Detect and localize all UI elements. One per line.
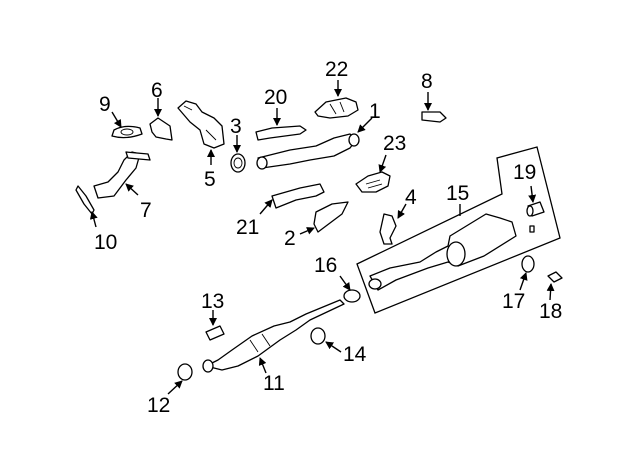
- callout-label-9: 9: [99, 93, 111, 116]
- part-15-muffler: [368, 213, 517, 291]
- part-4-bracket: [379, 213, 397, 245]
- callout-label-18: 18: [539, 300, 562, 323]
- part-20-heat-shield: [255, 125, 307, 141]
- muffler-assembly-outline: [356, 146, 561, 314]
- part-16-gasket: [343, 289, 361, 303]
- callout-label-14: 14: [343, 343, 367, 366]
- callout-label-22: 22: [325, 58, 348, 81]
- part-5-manifold-converter: [177, 100, 225, 149]
- part-21-heat-shield: [271, 183, 325, 209]
- callout-label-2: 2: [284, 227, 296, 250]
- part-11-converter-pipe: [202, 299, 345, 373]
- part-18-bushing: [547, 271, 563, 283]
- callout-label-16: 16: [314, 254, 337, 277]
- callout-label-15: 15: [446, 182, 469, 205]
- callout-label-5: 5: [204, 168, 216, 191]
- part-14-insulator: [310, 327, 326, 345]
- part-bolt: [529, 225, 535, 233]
- callout-label-8: 8: [421, 70, 433, 93]
- callout-label-20: 20: [264, 86, 287, 109]
- callout-label-7: 7: [140, 199, 152, 222]
- part-17-insulator: [521, 255, 535, 273]
- part-2-heat-shield: [313, 201, 349, 233]
- callout-label-19: 19: [513, 161, 536, 184]
- part-23-heat-shield: [355, 171, 391, 193]
- callout-label-17: 17: [502, 290, 525, 313]
- part-9-gasket: [111, 125, 143, 139]
- part-6-heat-shield: [149, 117, 173, 141]
- part-7-front-pipe: [93, 151, 151, 199]
- part-12-gasket: [177, 363, 193, 381]
- callout-arrows: [89, 80, 555, 395]
- callout-label-3: 3: [230, 115, 242, 138]
- callout-label-12: 12: [147, 394, 170, 417]
- part-1-intermediate-pipe: [256, 133, 360, 170]
- part-3-gasket: [230, 153, 246, 173]
- callout-label-6: 6: [151, 79, 163, 102]
- callout-label-23: 23: [383, 132, 406, 155]
- part-13-bushing: [205, 325, 225, 341]
- callout-label-13: 13: [201, 290, 224, 313]
- callout-label-11: 11: [263, 372, 285, 395]
- callout-label-10: 10: [94, 231, 117, 254]
- callout-label-1: 1: [369, 100, 381, 123]
- callout-label-21: 21: [236, 216, 259, 239]
- part-22-catalytic-converter: [314, 97, 359, 119]
- part-10-gasket: [75, 185, 95, 215]
- part-19-insulator: [526, 201, 545, 217]
- part-8-hanger: [421, 111, 447, 123]
- callout-label-4: 4: [405, 186, 417, 209]
